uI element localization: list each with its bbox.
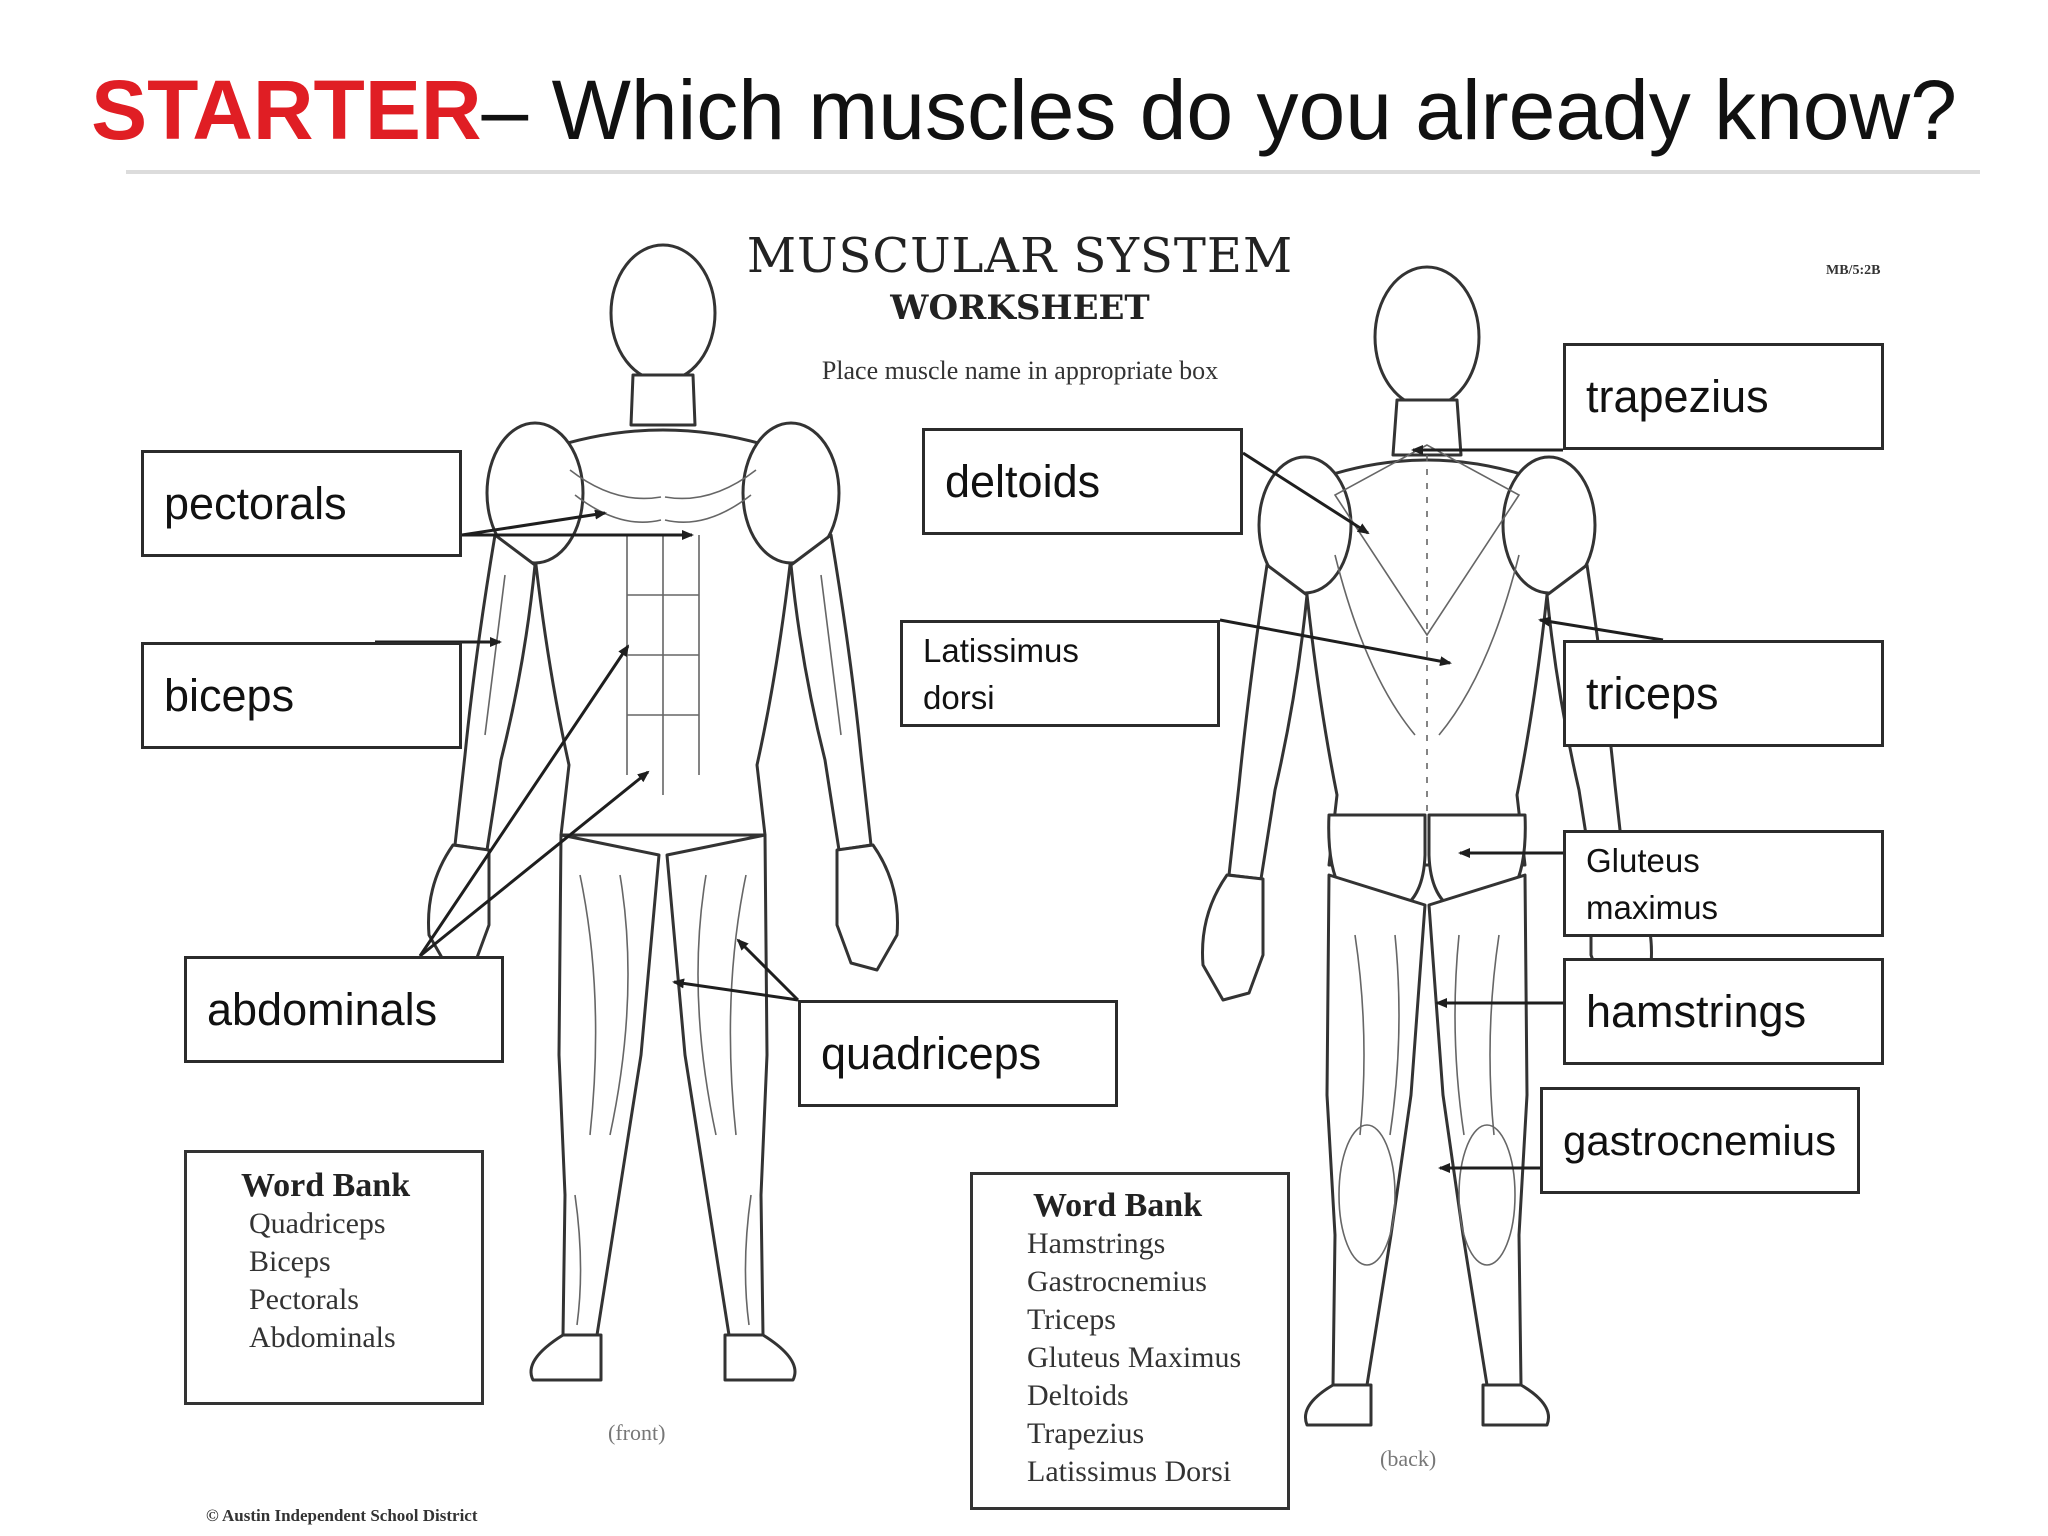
title-divider xyxy=(126,170,1980,174)
slide-title: STARTER– Which muscles do you already kn… xyxy=(0,62,2048,159)
label-abdominals-text: abdominals xyxy=(207,983,438,1035)
arrow-deltoids xyxy=(1242,451,1370,535)
label-hamstrings[interactable]: hamstrings xyxy=(1563,958,1884,1065)
word-bank-front-title: Word Bank xyxy=(241,1167,411,1204)
label-latissimus-dorsi[interactable]: Latissimus dorsi xyxy=(900,620,1220,727)
slide-title-strong: STARTER xyxy=(91,63,482,157)
word-bank-item: Latissimus Dorsi xyxy=(1027,1455,1232,1488)
label-pectorals[interactable]: pectorals xyxy=(141,450,462,557)
label-pectorals-text: pectorals xyxy=(164,477,347,529)
back-caption: (back) xyxy=(1380,1446,1437,1471)
word-bank-front: Word Bank Quadriceps Biceps Pectorals Ab… xyxy=(184,1150,484,1405)
word-bank-item: Deltoids xyxy=(1027,1379,1129,1412)
word-bank-item: Biceps xyxy=(249,1245,331,1278)
worksheet-code: MB/5:2B xyxy=(1826,263,1881,278)
copyright-notice: © Austin Independent School District xyxy=(206,1506,478,1525)
label-biceps[interactable]: biceps xyxy=(141,642,462,749)
label-latissimus-dorsi-text: Latissimus dorsi xyxy=(923,631,1079,716)
label-trapezius[interactable]: trapezius xyxy=(1563,343,1884,450)
word-bank-front-list: Quadriceps Biceps Pectorals Abdominals xyxy=(241,1205,481,1357)
word-bank-item: Pectorals xyxy=(249,1283,359,1316)
arrow-pectorals-left xyxy=(461,509,607,537)
worksheet-title: MUSCULAR SYSTEM xyxy=(746,228,1294,284)
label-gastrocnemius[interactable]: gastrocnemius xyxy=(1540,1087,1860,1194)
word-bank-item: Quadriceps xyxy=(249,1207,386,1240)
front-body-figure xyxy=(427,243,899,1382)
label-quadriceps[interactable]: quadriceps xyxy=(798,1000,1118,1107)
arrow-abdominals-lower xyxy=(419,770,650,958)
label-gluteus-maximus-text: Gluteus maximus xyxy=(1586,841,1719,926)
label-deltoids-text: deltoids xyxy=(945,455,1101,507)
word-bank-item: Abdominals xyxy=(249,1321,396,1354)
label-triceps-text: triceps xyxy=(1586,667,1719,719)
arrow-triceps xyxy=(1538,616,1664,642)
word-bank-item: Hamstrings xyxy=(1027,1227,1166,1260)
worksheet-subtitle: WORKSHEET xyxy=(890,288,1150,328)
word-bank-back: Word Bank Hamstrings Gastrocnemius Trice… xyxy=(970,1172,1290,1510)
slide-title-rest: – Which muscles do you already know? xyxy=(481,63,1957,157)
word-bank-back-list: Hamstrings Gastrocnemius Triceps Gluteus… xyxy=(1027,1225,1287,1491)
label-gluteus-maximus[interactable]: Gluteus maximus xyxy=(1563,830,1884,937)
label-quadriceps-text: quadriceps xyxy=(821,1027,1042,1079)
label-hamstrings-text: hamstrings xyxy=(1586,985,1807,1037)
word-bank-back-title: Word Bank xyxy=(1033,1187,1203,1224)
label-abdominals[interactable]: abdominals xyxy=(184,956,504,1063)
label-gastrocnemius-text: gastrocnemius xyxy=(1563,1116,1837,1164)
arrow-quadriceps-left xyxy=(672,978,799,1002)
word-bank-item: Trapezius xyxy=(1027,1417,1145,1450)
arrow-quadriceps-right xyxy=(736,938,800,1002)
word-bank-item: Gastrocnemius xyxy=(1027,1265,1207,1298)
label-deltoids[interactable]: deltoids xyxy=(922,428,1243,535)
label-triceps[interactable]: triceps xyxy=(1563,640,1884,747)
worksheet-instructions: Place muscle name in appropriate box xyxy=(821,356,1219,385)
front-caption: (front) xyxy=(608,1420,666,1445)
label-biceps-text: biceps xyxy=(164,669,295,721)
label-trapezius-text: trapezius xyxy=(1586,370,1769,422)
arrow-latissimus xyxy=(1219,618,1452,667)
word-bank-item: Triceps xyxy=(1027,1303,1116,1336)
arrow-abdominals-upper xyxy=(418,644,630,957)
word-bank-item: Gluteus Maximus xyxy=(1027,1341,1242,1374)
